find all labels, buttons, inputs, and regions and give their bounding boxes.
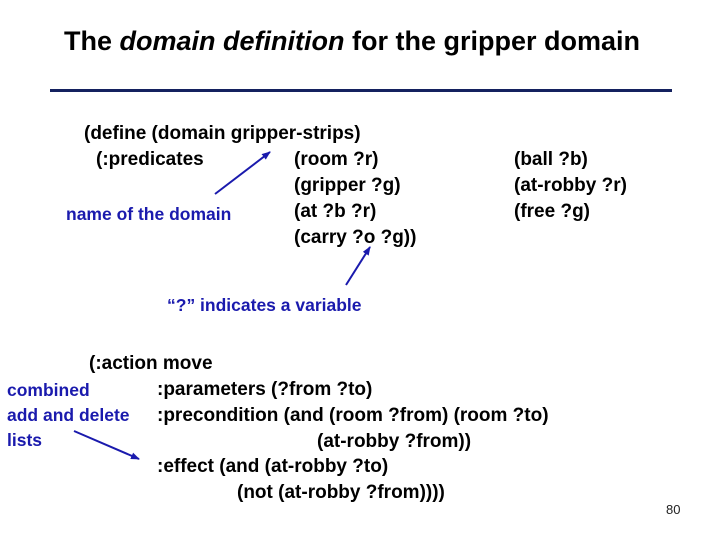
code-parameters-line: :parameters (?from ?to): [157, 379, 373, 400]
note-variable: “?” indicates a variable: [167, 295, 362, 315]
code-action-line: (:action move: [89, 353, 213, 374]
slide-title-post: for the gripper domain: [344, 26, 641, 56]
slide-title: The domain definition for the gripper do…: [64, 26, 649, 57]
code-precondition-line: :precondition (and (room ?from) (room ?t…: [157, 405, 549, 426]
predicates-column-1: (room ?r) (gripper ?g) (at ?b ?r) (carry…: [294, 147, 416, 251]
code-predicates-line: (:predicates: [96, 149, 204, 170]
code-predicate-at: (at ?b ?r): [294, 201, 377, 222]
note-name-of-domain: name of the domain: [66, 204, 232, 224]
slide-title-emphasis: domain definition: [119, 26, 345, 56]
code-precondition-cont-line: (at-robby ?from)): [317, 431, 472, 452]
title-underline: [50, 89, 672, 92]
code-define-line: (define (domain gripper-strips): [84, 123, 361, 144]
page-number: 80: [666, 502, 681, 517]
note-combined-line-1: combined: [7, 380, 90, 400]
note-combined-line-2: add and delete: [7, 405, 130, 425]
arrow-variable-note: [345, 246, 371, 286]
code-predicate-room: (room ?r): [294, 149, 379, 170]
code-effect-line: :effect (and (at-robby ?to): [157, 456, 389, 477]
code-predicate-gripper: (gripper ?g): [294, 175, 401, 196]
code-predicate-free: (free ?g): [514, 201, 590, 222]
arrow-name-of-domain: [214, 151, 271, 195]
code-predicate-at-robby: (at-robby ?r): [514, 175, 627, 196]
code-predicate-ball: (ball ?b): [514, 149, 588, 170]
predicates-column-2: (ball ?b) (at-robby ?r) (free ?g): [514, 147, 627, 225]
slide-title-pre: The: [64, 26, 120, 56]
code-effect-cont-line: (not (at-robby ?from)))): [237, 482, 445, 503]
note-combined-lists: combined add and delete lists: [7, 378, 130, 453]
code-predicate-carry: (carry ?o ?g)): [294, 227, 417, 248]
note-combined-line-3: lists: [7, 430, 43, 450]
